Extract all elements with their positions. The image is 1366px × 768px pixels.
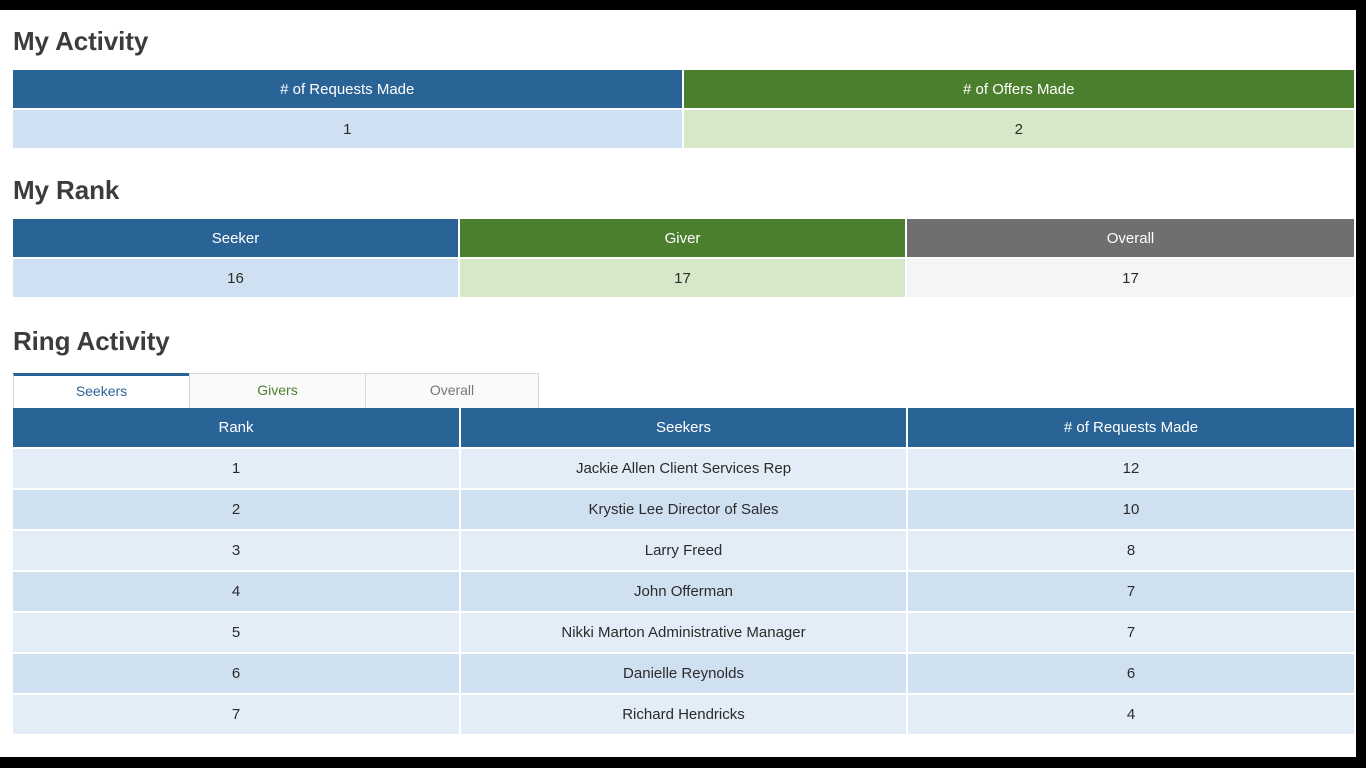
table-row: 3 Larry Freed 8 bbox=[13, 529, 1354, 570]
my-rank-table: Seeker Giver Overall 16 17 17 bbox=[13, 219, 1354, 297]
my-activity-value-row: 1 2 bbox=[13, 108, 1354, 148]
row-count: 12 bbox=[908, 447, 1354, 488]
row-count: 6 bbox=[908, 652, 1354, 693]
my-activity-col-offers: # of Offers Made bbox=[683, 70, 1354, 108]
ring-activity-header-row: Rank Seekers # of Requests Made bbox=[13, 408, 1354, 447]
row-name: Danielle Reynolds bbox=[461, 652, 908, 693]
table-row: 7 Richard Hendricks 4 bbox=[13, 693, 1354, 734]
table-row: 2 Krystie Lee Director of Sales 10 bbox=[13, 488, 1354, 529]
my-rank-seeker-value: 16 bbox=[13, 257, 460, 297]
my-activity-table: # of Requests Made # of Offers Made 1 2 bbox=[13, 70, 1354, 148]
page-viewport: My Activity # of Requests Made # of Offe… bbox=[0, 10, 1356, 757]
my-activity-requests-value: 1 bbox=[13, 108, 684, 148]
my-rank-header-row: Seeker Giver Overall bbox=[13, 219, 1354, 257]
row-rank: 3 bbox=[13, 529, 461, 570]
ring-col-rank: Rank bbox=[13, 408, 461, 447]
table-row: 1 Jackie Allen Client Services Rep 12 bbox=[13, 447, 1354, 488]
row-count: 4 bbox=[908, 693, 1354, 734]
my-rank-heading: My Rank bbox=[13, 175, 120, 205]
row-name: Richard Hendricks bbox=[461, 693, 908, 734]
table-row: 5 Nikki Marton Administrative Manager 7 bbox=[13, 611, 1354, 652]
table-row: 4 John Offerman 7 bbox=[13, 570, 1354, 611]
row-count: 7 bbox=[908, 570, 1354, 611]
my-rank-col-seeker: Seeker bbox=[13, 219, 460, 257]
row-rank: 6 bbox=[13, 652, 461, 693]
ring-activity-heading: Ring Activity bbox=[13, 326, 170, 356]
row-name: Larry Freed bbox=[461, 529, 908, 570]
my-rank-col-overall: Overall bbox=[907, 219, 1354, 257]
row-rank: 1 bbox=[13, 447, 461, 488]
my-rank-col-giver: Giver bbox=[460, 219, 907, 257]
my-rank-giver-value: 17 bbox=[460, 257, 907, 297]
row-rank: 5 bbox=[13, 611, 461, 652]
tab-givers[interactable]: Givers bbox=[189, 373, 366, 408]
ring-activity-table: Rank Seekers # of Requests Made 1 Jackie… bbox=[13, 408, 1354, 734]
tab-seekers[interactable]: Seekers bbox=[13, 373, 190, 408]
my-activity-header-row: # of Requests Made # of Offers Made bbox=[13, 70, 1354, 108]
tab-overall[interactable]: Overall bbox=[365, 373, 539, 408]
row-count: 7 bbox=[908, 611, 1354, 652]
ring-activity-tabs: Seekers Givers Overall bbox=[13, 373, 1356, 408]
row-count: 8 bbox=[908, 529, 1354, 570]
my-rank-overall-value: 17 bbox=[907, 257, 1354, 297]
row-name: John Offerman bbox=[461, 570, 908, 611]
row-rank: 2 bbox=[13, 488, 461, 529]
my-rank-value-row: 16 17 17 bbox=[13, 257, 1354, 297]
row-name: Nikki Marton Administrative Manager bbox=[461, 611, 908, 652]
my-activity-col-requests: # of Requests Made bbox=[13, 70, 684, 108]
my-activity-heading: My Activity bbox=[13, 26, 149, 56]
ring-col-requests: # of Requests Made bbox=[908, 408, 1354, 447]
row-name: Jackie Allen Client Services Rep bbox=[461, 447, 908, 488]
ring-col-seekers: Seekers bbox=[461, 408, 908, 447]
row-rank: 4 bbox=[13, 570, 461, 611]
dashboard-page: My Activity # of Requests Made # of Offe… bbox=[0, 26, 1356, 734]
table-row: 6 Danielle Reynolds 6 bbox=[13, 652, 1354, 693]
row-count: 10 bbox=[908, 488, 1354, 529]
row-rank: 7 bbox=[13, 693, 461, 734]
row-name: Krystie Lee Director of Sales bbox=[461, 488, 908, 529]
my-activity-offers-value: 2 bbox=[683, 108, 1354, 148]
